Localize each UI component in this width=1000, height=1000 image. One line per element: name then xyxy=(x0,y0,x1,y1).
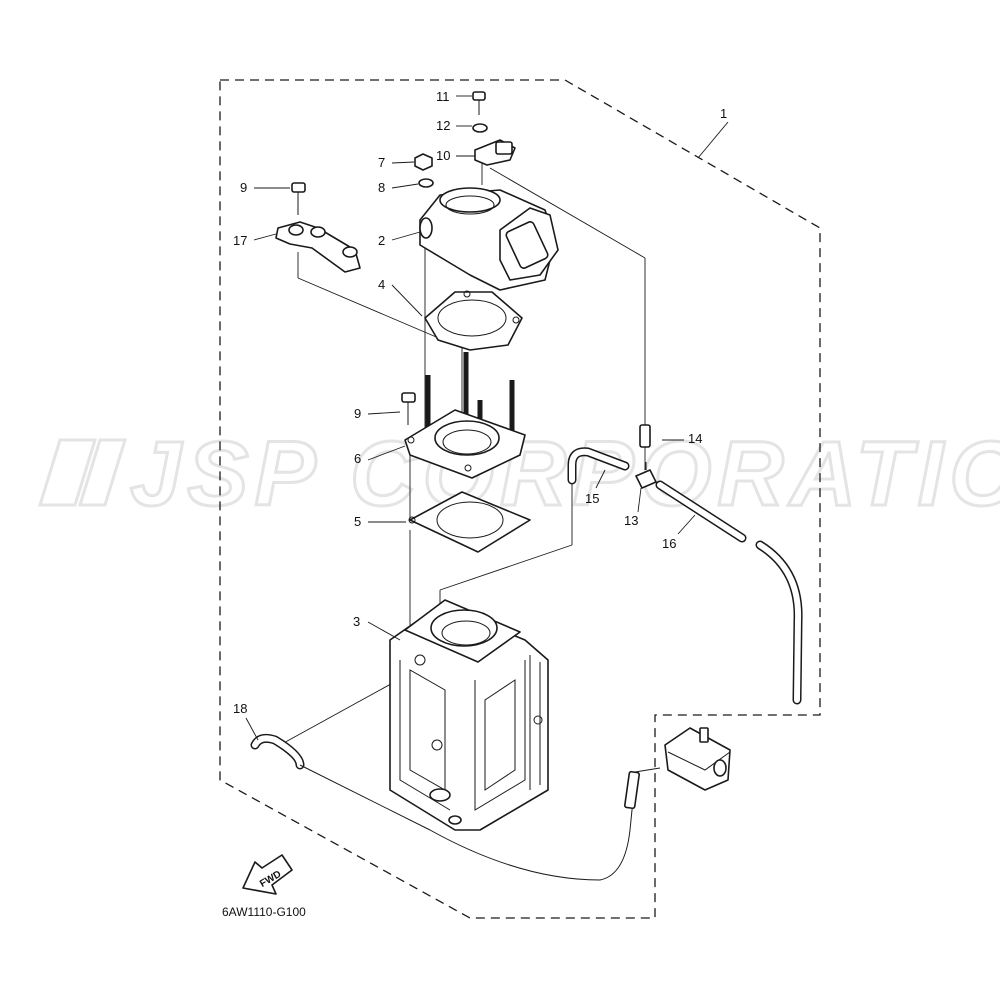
part-16-hose xyxy=(657,482,802,703)
callout-8: 8 xyxy=(378,180,385,195)
diagram-code: 6AW1110-G100 xyxy=(222,905,306,919)
watermark-text: JSP CORPORATION xyxy=(130,423,1000,525)
callout-16: 16 xyxy=(662,536,676,551)
callout-13: 13 xyxy=(624,513,638,528)
part-10-sensor xyxy=(474,139,516,166)
part-12-washer xyxy=(472,123,488,133)
callout-15: 15 xyxy=(585,491,599,506)
part-3-intake-manifold xyxy=(389,599,549,831)
part-8-washer xyxy=(418,178,434,188)
callout-leaders xyxy=(245,95,696,741)
part-5-gasket xyxy=(408,491,531,553)
part-11-bolt xyxy=(472,91,486,115)
leader-lines xyxy=(279,121,729,773)
part-4-gasket xyxy=(424,290,523,351)
callout-18: 18 xyxy=(233,701,247,716)
callout-11: 11 xyxy=(436,89,450,104)
callout-4: 4 xyxy=(378,277,385,292)
callout-2: 2 xyxy=(378,233,385,248)
callout-14: 14 xyxy=(688,431,702,446)
watermark: JSP CORPORATION xyxy=(37,422,1000,527)
part-18-hose xyxy=(252,735,303,768)
callout-10: 10 xyxy=(436,148,450,163)
fwd-arrow-icon: FWD xyxy=(242,854,293,895)
callout-1: 1 xyxy=(720,106,727,121)
callout-7: 7 xyxy=(378,155,385,170)
watermark-logo-icon xyxy=(37,438,128,507)
assembly-boundary xyxy=(219,79,821,919)
callouts: 1 2 3 4 5 6 7 8 9 9 10 11 12 13 14 15 16… xyxy=(233,89,727,716)
callout-9-lower: 9 xyxy=(354,406,361,421)
part-9-bolt-lower xyxy=(401,392,416,425)
callout-12: 12 xyxy=(436,118,450,133)
callout-5: 5 xyxy=(354,514,361,529)
vacuum-line xyxy=(299,764,635,881)
part-14-pipe xyxy=(639,424,651,448)
pressure-sensor xyxy=(664,727,731,791)
part-2-throttle-body xyxy=(419,187,559,291)
callout-6: 6 xyxy=(354,451,361,466)
callout-3: 3 xyxy=(353,614,360,629)
part-17-bracket xyxy=(275,221,361,273)
part-9-bolt-upper xyxy=(291,182,306,215)
part-7-nut xyxy=(414,153,433,171)
callout-9-upper: 9 xyxy=(240,180,247,195)
part-13-joint xyxy=(635,462,657,489)
callout-17: 17 xyxy=(233,233,247,248)
part-6-spacer xyxy=(404,409,526,479)
